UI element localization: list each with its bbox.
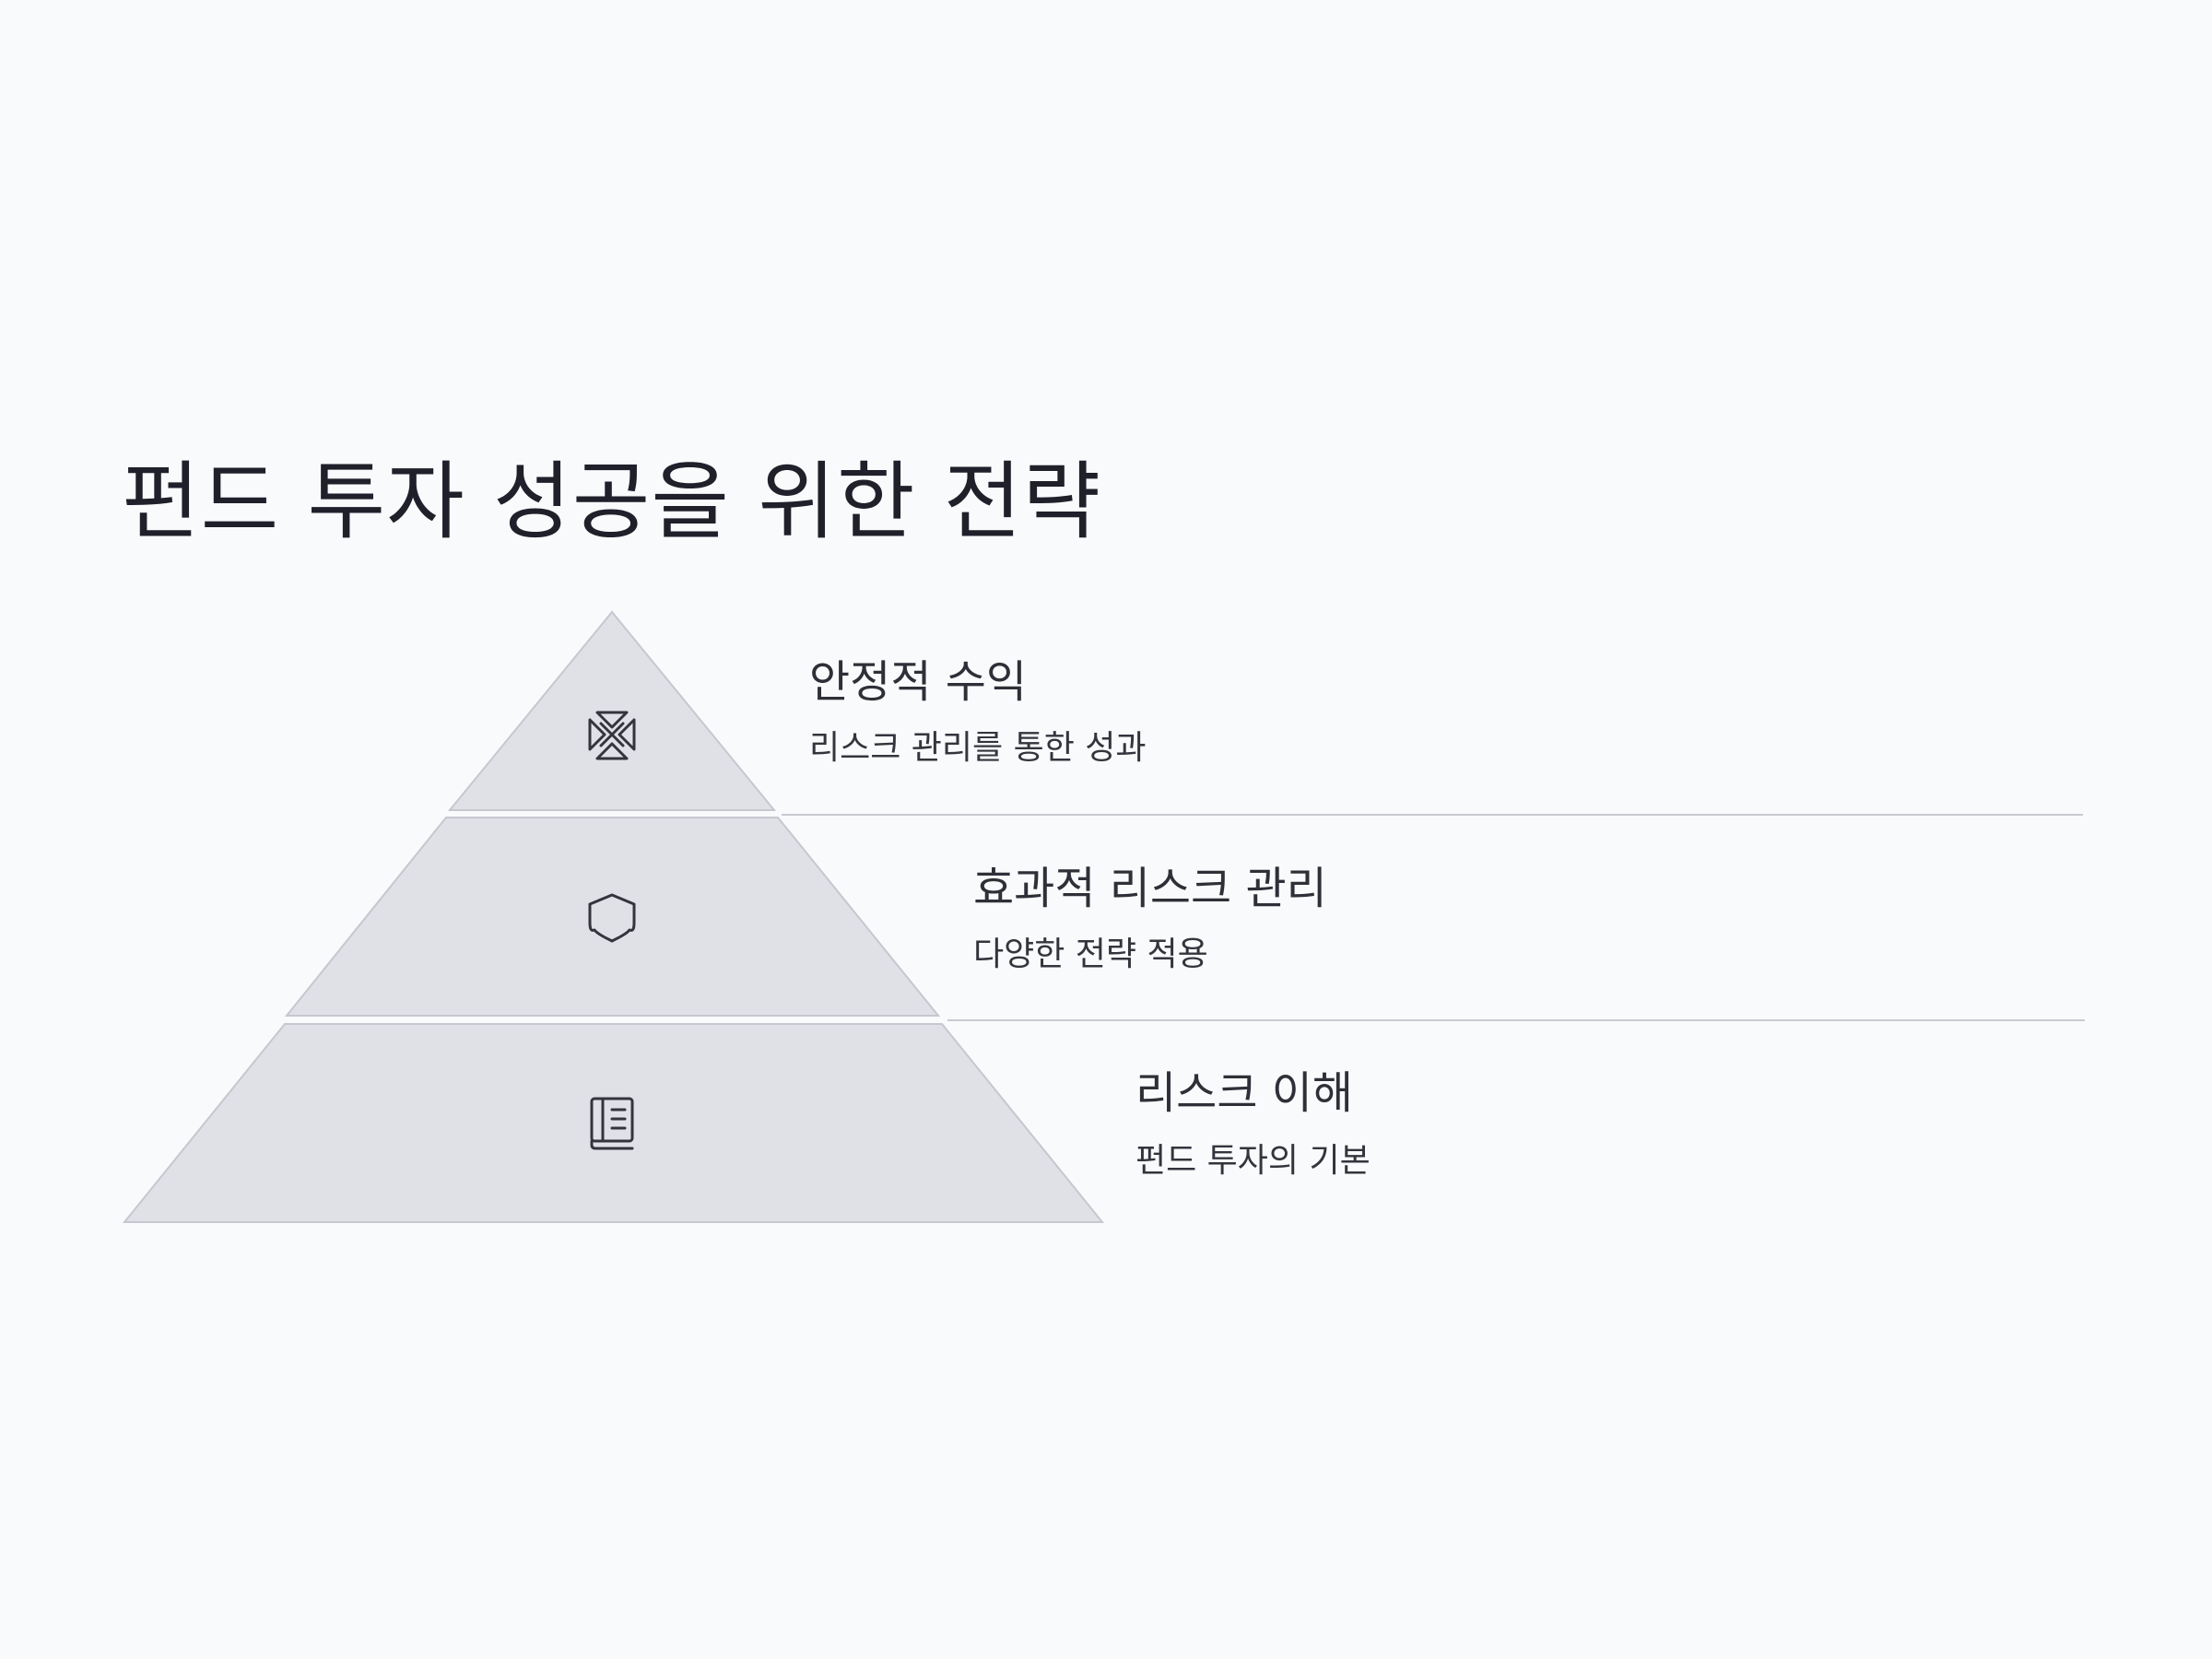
- arrows-inward-icon: [588, 711, 636, 760]
- shield-icon: [588, 893, 636, 943]
- tier-2-title: 효과적 리스크 관리: [973, 863, 1327, 914]
- tier-1-title: 안정적 수익: [809, 656, 1028, 708]
- tier-2-shape: [284, 817, 941, 1017]
- tier-3-subtitle: 펀드 투자의 기본: [1135, 1142, 1371, 1180]
- tier-3-text: 리스크 이해 펀드 투자의 기본: [1135, 1056, 1371, 1180]
- tier-2-subtitle: 다양한 전략 적용: [973, 935, 1208, 973]
- tier-1-text: 안정적 수익 리스크 관리를 통한 성과: [809, 645, 1147, 767]
- tier-1-subtitle: 리스크 관리를 통한 성과: [809, 729, 1147, 767]
- tier-2-text: 효과적 리스크 관리 다양한 전략 적용: [973, 852, 1327, 973]
- page-title: 펀드 투자 성공을 위한 전략: [122, 453, 1102, 551]
- tier-3-shape: [122, 1023, 1105, 1223]
- tier-3-title: 리스크 이해: [1135, 1067, 1354, 1119]
- book-icon: [590, 1097, 634, 1150]
